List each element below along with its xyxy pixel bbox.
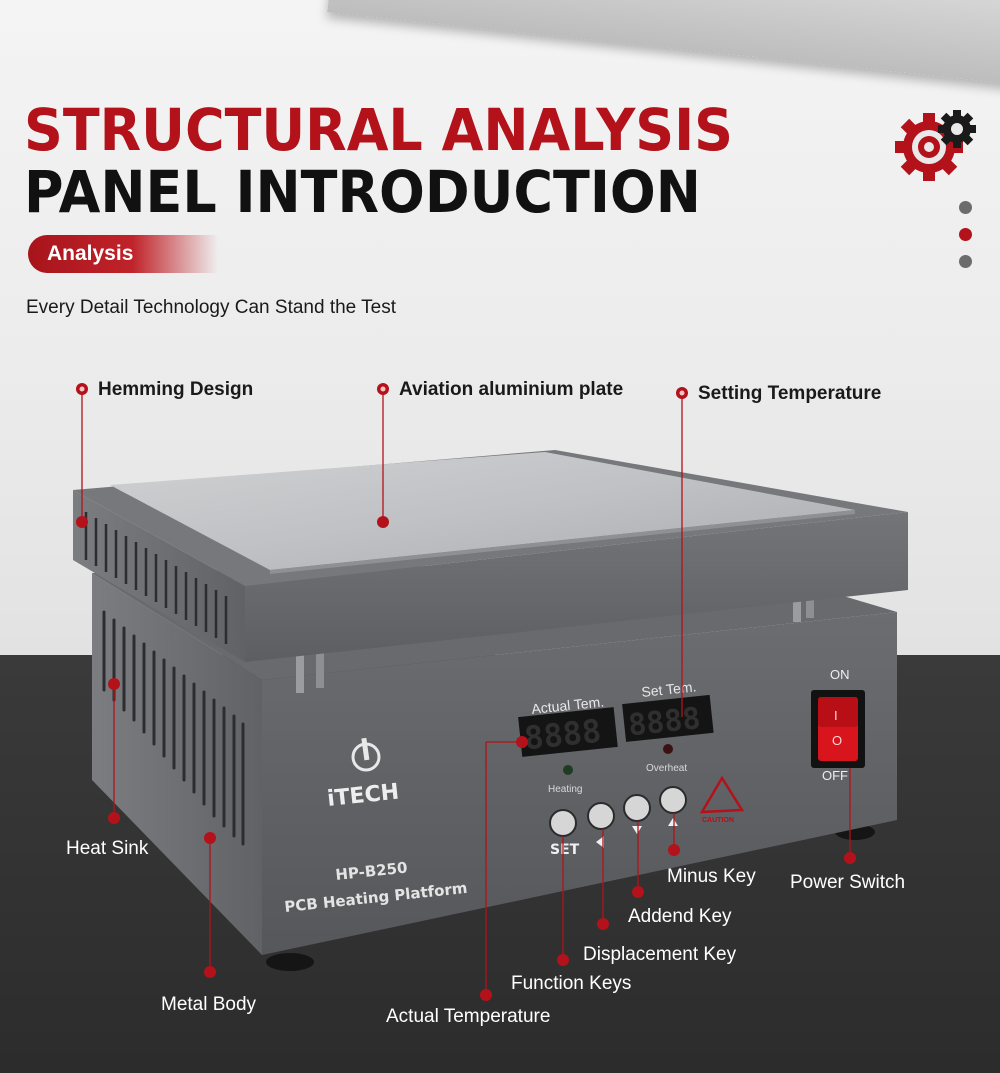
title-panel-introduction: PANEL INTRODUCTION <box>24 158 701 226</box>
pagination-dot[interactable] <box>959 255 972 268</box>
switch-off-label: OFF <box>822 768 848 783</box>
callout-function-keys: Function Keys <box>511 973 632 994</box>
pagination-dots <box>959 201 972 282</box>
set-temp-digits: 8888 <box>627 701 703 743</box>
gear-icon <box>893 107 977 181</box>
actual-temp-digits: 8888 <box>522 712 603 758</box>
callout-displacement-key: Displacement Key <box>583 944 737 965</box>
heating-led <box>563 765 573 775</box>
callout-actual-temperature: Actual Temperature <box>386 1006 551 1027</box>
caution-label: CAUTION <box>702 817 734 824</box>
hemming-slots <box>84 512 228 644</box>
title-structural-analysis: STRUCTURAL ANALYSIS <box>24 96 734 164</box>
svg-text:O: O <box>832 733 842 748</box>
actual-temp-display <box>518 707 618 757</box>
callout-aviation-plate: Aviation aluminium plate <box>399 379 624 400</box>
function-key-buttons <box>549 786 687 837</box>
set-temp-display <box>622 694 714 742</box>
callout-dots <box>76 383 856 1001</box>
callout-heat-sink: Heat Sink <box>66 838 149 859</box>
overheat-led <box>663 744 673 754</box>
callout-hemming-design: Hemming Design <box>98 379 254 400</box>
switch-on-label: ON <box>830 667 850 682</box>
callout-setting-temperature: Setting Temperature <box>698 383 882 404</box>
heat-sink-vents <box>102 610 245 846</box>
callout-addend-key: Addend Key <box>628 906 732 927</box>
overheat-label: Overheat <box>646 763 687 774</box>
callout-minus-key: Minus Key <box>667 866 756 887</box>
subtitle: Every Detail Technology Can Stand the Te… <box>26 297 397 318</box>
heating-label: Heating <box>548 784 582 795</box>
svg-text:I: I <box>834 708 838 723</box>
pagination-dot[interactable] <box>959 201 972 214</box>
analysis-badge: Analysis <box>28 235 218 273</box>
aluminium-plate <box>110 452 855 570</box>
body-front-panel <box>262 612 897 955</box>
callout-power-switch: Power Switch <box>790 872 906 893</box>
pagination-dot-active[interactable] <box>959 228 972 241</box>
set-tem-label: Set Tem. <box>641 678 697 700</box>
itech-logo <box>351 737 381 772</box>
callout-metal-body: Metal Body <box>161 994 257 1015</box>
set-key-label: SET <box>550 842 580 858</box>
